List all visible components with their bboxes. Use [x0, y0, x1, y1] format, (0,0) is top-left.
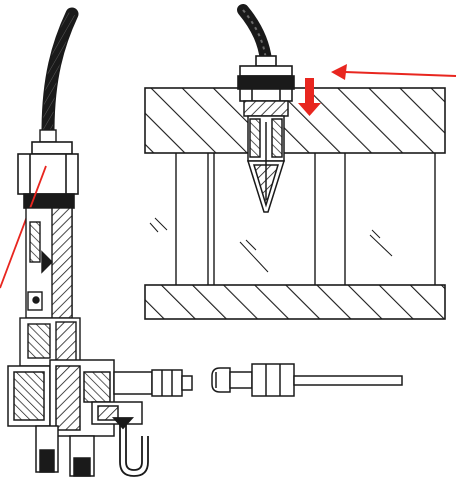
- u-tube: [111, 417, 149, 477]
- glass-chamber: [149, 153, 436, 285]
- sensor-cable-top: [237, 4, 272, 66]
- red-pointer-arrow-top: [331, 64, 457, 80]
- red-pointer-line-left: [0, 165, 47, 289]
- sensor-cable-left: [39, 7, 79, 143]
- red-down-arrow: [298, 78, 321, 116]
- probe-tip: [243, 100, 289, 213]
- sensor-body-sectioned: [19, 207, 81, 367]
- compression-fitting: [211, 363, 403, 397]
- hatched-wall-bottom: [144, 284, 446, 320]
- valve-block: [7, 359, 193, 477]
- hex-nut-left: [17, 141, 79, 209]
- hex-nut-top: [237, 55, 295, 102]
- hatched-wall-top: [144, 87, 446, 154]
